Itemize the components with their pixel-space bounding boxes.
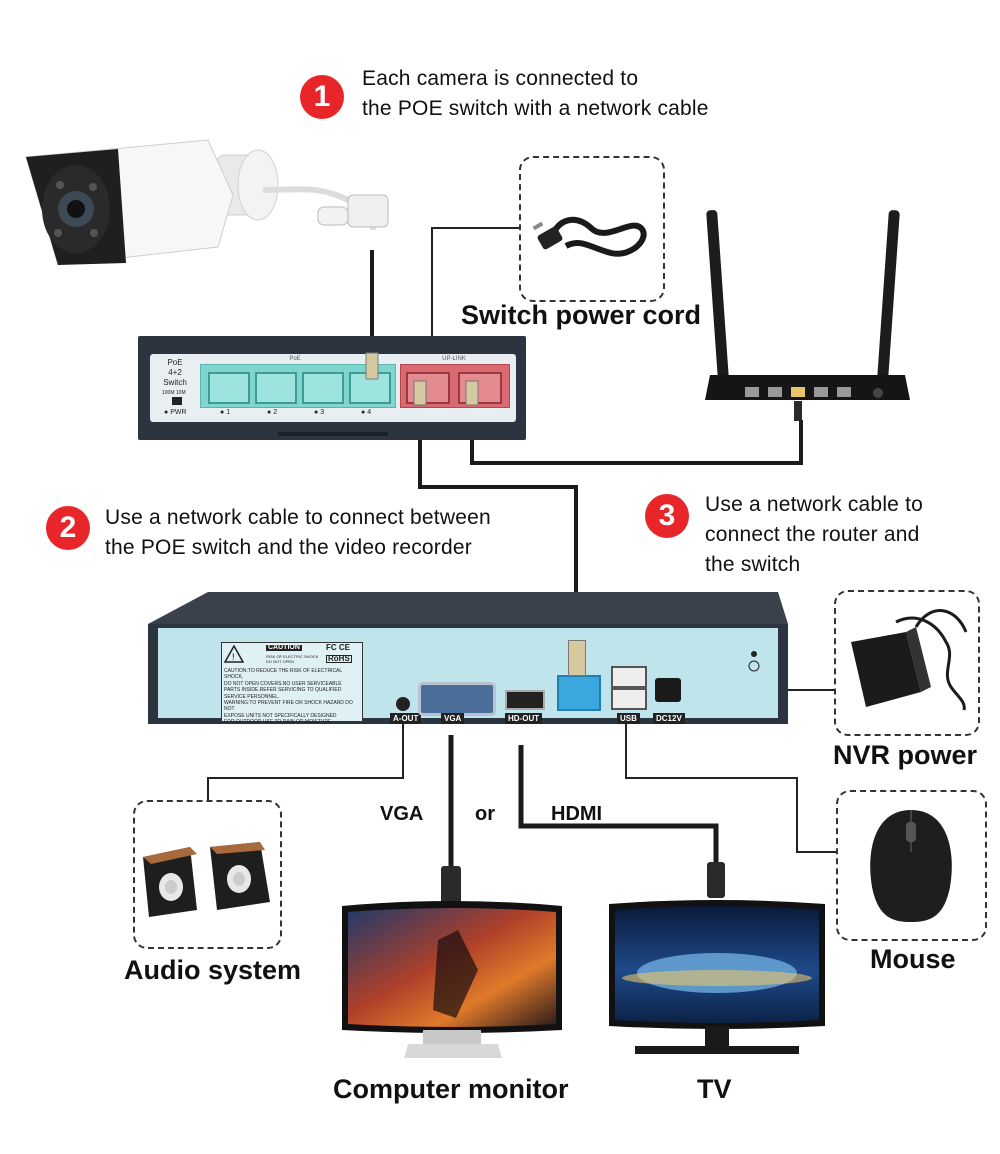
caution-body: CAUTION:TO REDUCE THE RISK OF ELECTRICAL… (224, 668, 360, 726)
poe-port-1[interactable] (208, 372, 250, 404)
aout-port-label: A-OUT (390, 713, 422, 724)
poe-port-2[interactable] (255, 372, 297, 404)
speed-switch[interactable] (172, 397, 182, 405)
tv-image (609, 900, 825, 1054)
step-3-line-1: Use a network cable to (705, 493, 924, 516)
hdmi-connector-head (707, 862, 725, 898)
vga-port[interactable] (418, 682, 496, 716)
rohs-mark: RoHS (326, 654, 352, 664)
power-cord-icon (532, 216, 647, 257)
dc-power-port[interactable] (655, 678, 681, 702)
step-2-badge: 2 (46, 506, 90, 550)
uplink-port-2[interactable] (458, 372, 502, 404)
step-3-text: Use a network cable to connect the route… (705, 490, 923, 580)
caution-line-5: WARNING:TO PREVENT FIRE OR SHOCK HAZARD … (224, 700, 353, 713)
caution-line-1: CAUTION:TO REDUCE THE RISK OF ELECTRICAL… (224, 668, 342, 681)
caution-line-4: SERVICE PERSONNEL. (224, 693, 280, 700)
hdout-port-label: HD-OUT (505, 713, 543, 724)
switch-power-cord-label: Switch power cord (461, 300, 702, 330)
step-3-line-2: connect the router and (705, 523, 920, 546)
lan-port[interactable] (557, 675, 601, 711)
step-1-text: Each camera is connected to the POE swit… (362, 64, 709, 124)
pwr-label: PWR (170, 409, 187, 416)
vga-port-label: VGA (441, 713, 465, 724)
step-3-badge: 3 (645, 494, 689, 538)
usb-mouse-line (625, 720, 838, 853)
hdmi-port[interactable] (505, 690, 545, 710)
dc-port-label: DC12V (653, 713, 685, 724)
poe-title-line-1: PoE (167, 358, 183, 367)
vga-connector-head (441, 866, 461, 906)
hdmi-cable (518, 745, 719, 870)
port-2-number: ● 2 (267, 409, 278, 416)
nvr-power-label: NVR power (833, 740, 978, 770)
audio-line (207, 720, 404, 800)
vga-cable-label: VGA (380, 803, 424, 825)
caution-line-2: DO NOT OPEN COVERS.NO USER SERVICEABLE (224, 680, 342, 687)
or-label: or (475, 803, 495, 825)
poe-group-label: PoE (289, 356, 301, 362)
switch-to-nvr-cable (418, 405, 578, 640)
uplink-port-1[interactable] (406, 372, 450, 404)
switch-power-cord-line (431, 227, 520, 336)
bullet-camera-image (25, 139, 389, 266)
step-2-text: Use a network cable to connect between t… (105, 503, 491, 563)
poe-title-line-3: Switch (163, 378, 187, 387)
power-adapter-icon (851, 609, 968, 711)
audio-system-label: Audio system (124, 955, 302, 985)
usb-port-2[interactable] (611, 688, 647, 710)
step-2-line-1: Use a network cable to connect between (105, 506, 491, 529)
caution-line-3: PARTS INSIDE.REFER SERVICING TO QUALIFIE… (224, 687, 342, 694)
svg-text:!: ! (232, 652, 235, 662)
computer-monitor-image (342, 901, 562, 1058)
fc-ce-mark: FC CE (326, 643, 350, 652)
usb-port-1[interactable] (611, 666, 647, 688)
switch-vent (278, 432, 388, 436)
nvr-power-box (834, 590, 980, 736)
uplink-group-label: UP-LINK (442, 356, 466, 362)
poe-switch-title: PoE 4+2 Switch (158, 358, 192, 388)
port-1-label: 1 (226, 409, 231, 416)
poe-title-line-2: 4+2 (168, 368, 182, 377)
step-1-badge: 1 (300, 75, 344, 119)
warning-triangle-icon: ! (223, 644, 245, 663)
speakers-icon (143, 842, 270, 917)
mouse-icon (870, 810, 952, 922)
hdmi-cable-label: HDMI (551, 803, 603, 825)
caution-title: CAUTION (266, 644, 302, 652)
port-4-number: ● 4 (361, 409, 372, 416)
usb-port-label: USB (617, 713, 640, 724)
poe-speed-labels: 100M 10M (162, 390, 186, 396)
port-2-label: 2 (273, 409, 278, 416)
speed-10m-label: 10M (175, 390, 186, 396)
caution-line-7: FOR OUTDOOR USE TO RAIN OR MOISTURE. (224, 719, 333, 726)
audio-system-box (133, 800, 282, 949)
port-1-number: ● 1 (220, 409, 231, 416)
poe-switch-panel: PoE 4+2 Switch 100M 10M ● PWR PoE UP-LIN… (150, 354, 516, 422)
speed-100m-label: 100M (162, 390, 175, 396)
lan-plug (568, 640, 586, 676)
step-2-line-2: the POE switch and the video recorder (105, 536, 472, 559)
computer-monitor-label: Computer monitor (333, 1074, 569, 1104)
router-image (705, 210, 910, 421)
port-4-label: 4 (367, 409, 372, 416)
switch-power-cord-box (519, 156, 665, 302)
step-1-line-2: the POE switch with a network cable (362, 97, 709, 120)
poe-port-3[interactable] (302, 372, 344, 404)
step-1-line-1: Each camera is connected to (362, 67, 639, 90)
mouse-label: Mouse (870, 944, 956, 974)
audio-out-port[interactable] (396, 697, 410, 711)
caution-sub: RISK OF ELECTRIC SHOCK DO NOT OPEN (266, 654, 319, 664)
tv-label: TV (697, 1074, 732, 1104)
pwr-indicator: ● PWR (164, 409, 187, 416)
port-3-label: 3 (320, 409, 325, 416)
port-3-number: ● 3 (314, 409, 325, 416)
switch-plugs (365, 352, 479, 406)
caution-label: ! CAUTION RISK OF ELECTRIC SHOCK DO NOT … (221, 642, 363, 725)
caution-line-6: EXPOSE UNITS NOT SPECIFICALLY DESIGNED (224, 712, 337, 719)
poe-switch: PoE 4+2 Switch 100M 10M ● PWR PoE UP-LIN… (138, 336, 526, 440)
mouse-box (836, 790, 987, 941)
step-3-line-3: the switch (705, 553, 801, 576)
